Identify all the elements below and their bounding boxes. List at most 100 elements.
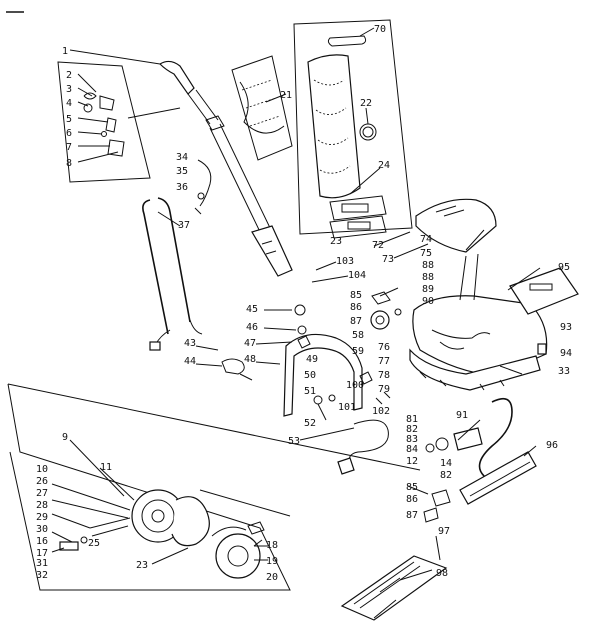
top-cover [415, 198, 497, 253]
label-93: 93 [560, 322, 572, 333]
label-11: 11 [100, 462, 112, 473]
label-17: 17 [36, 548, 48, 559]
label-78: 78 [378, 370, 390, 381]
base-housing [409, 253, 579, 391]
label-30: 30 [36, 524, 48, 535]
label-7: 7 [66, 142, 72, 153]
label-8: 8 [66, 158, 72, 169]
label-83: 83 [406, 434, 418, 445]
label-43: 43 [184, 338, 196, 349]
label-85b: 85 [406, 482, 418, 493]
dust-bag [307, 35, 387, 239]
label-33: 33 [558, 366, 570, 377]
label-82a: 82 [406, 424, 418, 435]
label-52: 52 [304, 418, 316, 429]
label-4: 4 [66, 98, 72, 109]
power-cord-short [337, 419, 389, 475]
label-21: 21 [280, 90, 292, 101]
label-46: 46 [246, 322, 258, 333]
label-48: 48 [244, 354, 256, 365]
label-75: 75 [420, 248, 432, 259]
label-23-motor: 23 [136, 560, 148, 571]
power-cord-coil [142, 197, 203, 351]
handle-tube [159, 60, 293, 277]
label-81: 81 [406, 414, 418, 425]
label-20: 20 [266, 572, 278, 583]
label-9: 9 [62, 432, 68, 443]
label-5: 5 [66, 114, 72, 125]
label-32: 32 [36, 570, 48, 581]
label-24: 24 [378, 160, 390, 171]
label-58: 58 [352, 330, 364, 341]
label-79: 79 [378, 384, 390, 395]
label-72: 72 [372, 240, 384, 251]
label-90: 90 [422, 296, 434, 307]
label-86b: 86 [406, 494, 418, 505]
motor-detail-box [7, 383, 421, 591]
label-1: 1 [62, 46, 68, 57]
label-45: 45 [246, 304, 258, 315]
label-2: 2 [66, 70, 72, 81]
label-37: 37 [178, 220, 190, 231]
label-86: 86 [350, 302, 362, 313]
label-84: 84 [406, 444, 418, 455]
label-82b: 82 [440, 470, 452, 481]
label-31: 31 [36, 558, 48, 569]
label-35: 35 [176, 166, 188, 177]
label-44: 44 [184, 356, 196, 367]
label-12: 12 [406, 456, 418, 467]
label-77: 77 [378, 356, 390, 367]
label-101: 101 [338, 402, 356, 413]
label-100: 100 [346, 380, 364, 391]
label-76: 76 [378, 342, 390, 353]
label-25: 25 [88, 538, 100, 549]
label-6: 6 [66, 128, 72, 139]
label-51: 51 [304, 386, 316, 397]
bag-housing [231, 19, 413, 235]
label-36: 36 [176, 182, 188, 193]
label-87: 87 [350, 316, 362, 327]
label-10: 10 [36, 464, 48, 475]
label-27: 27 [36, 488, 48, 499]
label-94: 94 [560, 348, 572, 359]
label-34: 34 [176, 152, 188, 163]
cord-hook [194, 159, 212, 215]
label-18: 18 [266, 540, 278, 551]
label-23-bag: 23 [330, 236, 342, 247]
belt-and-brushroll [423, 397, 537, 523]
label-3: 3 [66, 84, 72, 95]
label-50: 50 [304, 370, 316, 381]
label-103: 103 [336, 256, 354, 267]
label-19: 19 [266, 556, 278, 567]
label-104: 104 [348, 270, 366, 281]
label-70: 70 [374, 24, 386, 35]
label-98: 98 [436, 568, 448, 579]
label-95: 95 [558, 262, 570, 273]
label-87b: 87 [406, 510, 418, 521]
handle-detail-group [57, 61, 181, 183]
label-59: 59 [352, 346, 364, 357]
label-47: 47 [244, 338, 256, 349]
label-22: 22 [360, 98, 372, 109]
label-102: 102 [372, 406, 390, 417]
bottom-plate [340, 555, 448, 621]
callout-labels: 1 2 3 4 5 6 7 8 21 70 22 24 23 34 35 36 … [36, 24, 572, 583]
label-85: 85 [350, 290, 362, 301]
leader-lines [51, 27, 541, 619]
label-14: 14 [440, 458, 452, 469]
label-73: 73 [382, 254, 394, 265]
label-16: 16 [36, 536, 48, 547]
label-29: 29 [36, 512, 48, 523]
label-26: 26 [36, 476, 48, 487]
label-89: 89 [422, 284, 434, 295]
label-49: 49 [306, 354, 318, 365]
label-74: 74 [420, 234, 432, 245]
label-28: 28 [36, 500, 48, 511]
label-91: 91 [456, 410, 468, 421]
label-88b: 88 [422, 272, 434, 283]
label-88a: 88 [422, 260, 434, 271]
label-96: 96 [546, 440, 558, 451]
label-97: 97 [438, 526, 450, 537]
label-53: 53 [288, 436, 300, 447]
